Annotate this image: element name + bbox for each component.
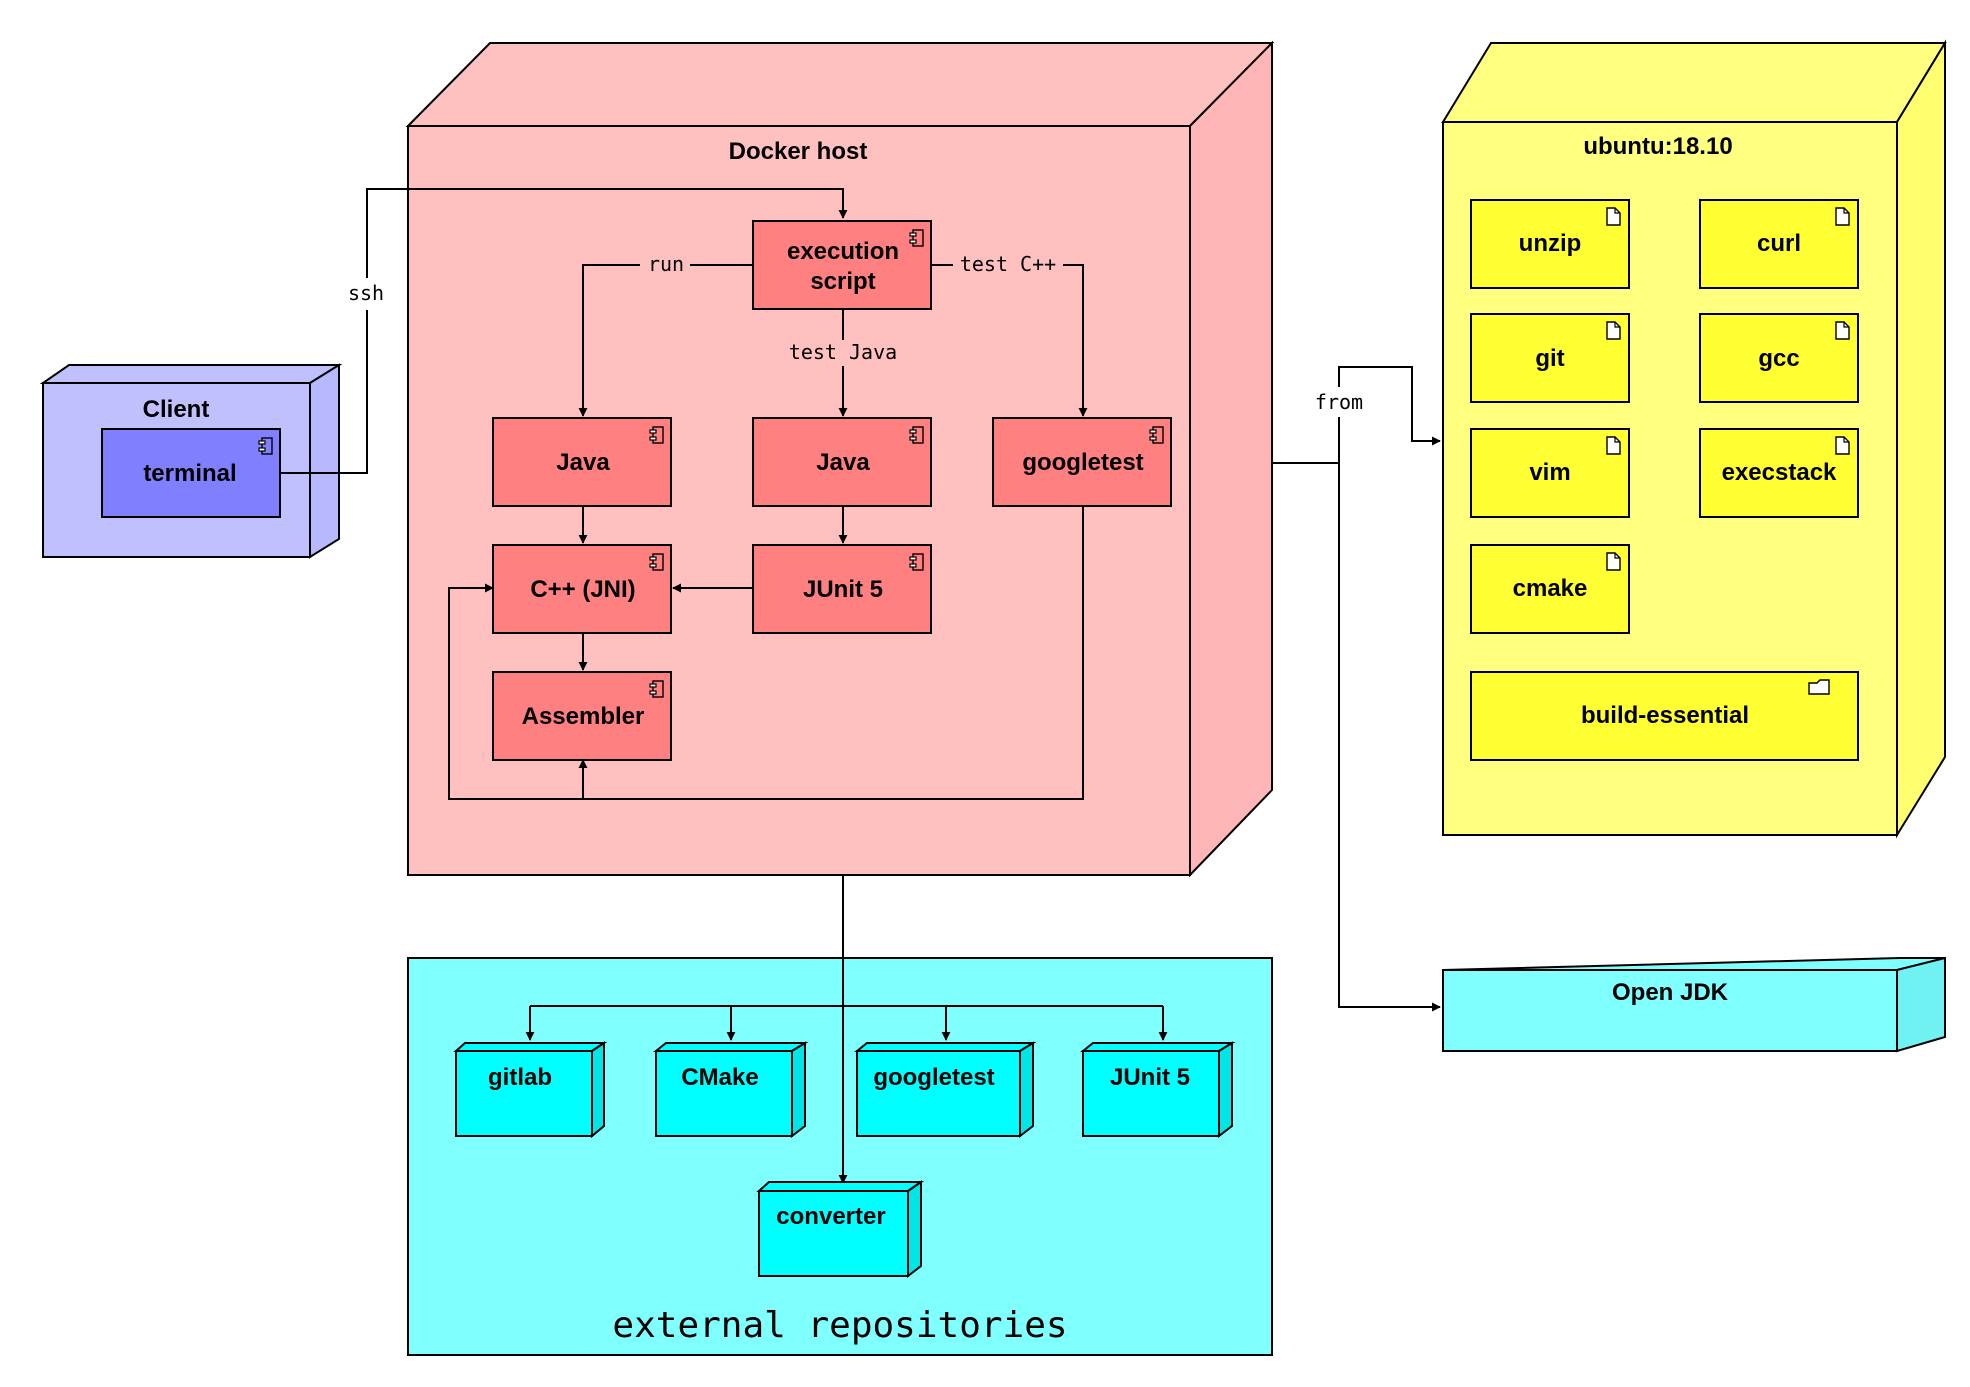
openjdk-label: Open JDK bbox=[1612, 979, 1729, 1006]
package-build-essential[interactable]: build-essential bbox=[1470, 671, 1859, 761]
junit5-component[interactable]: JUnit 5 bbox=[752, 544, 932, 634]
document-icon bbox=[1835, 207, 1850, 226]
from-ubuntu-edge bbox=[1272, 366, 1441, 464]
document-icon bbox=[1835, 436, 1850, 455]
repo-googletest[interactable]: googletest bbox=[854, 1041, 1037, 1139]
package-unzip-label: unzip bbox=[1519, 230, 1582, 257]
java-left-component[interactable]: Java bbox=[492, 417, 672, 507]
test-cpp-label: test C++ bbox=[960, 252, 1056, 276]
package-git-label: git bbox=[1535, 345, 1564, 372]
package-vim[interactable]: vim bbox=[1470, 428, 1630, 518]
openjdk-node[interactable]: Open JDK bbox=[1442, 956, 1946, 1053]
java-left-label: Java bbox=[556, 449, 610, 476]
ssh-edge bbox=[280, 188, 848, 474]
package-curl[interactable]: curl bbox=[1699, 199, 1859, 289]
execution-script-component[interactable]: execution script bbox=[752, 220, 932, 310]
package-git[interactable]: git bbox=[1470, 313, 1630, 403]
package-build-essential-label: build-essential bbox=[1581, 702, 1749, 729]
cpp-jni-label: C++ (JNI) bbox=[530, 576, 635, 603]
cpp-jni-component[interactable]: C++ (JNI) bbox=[492, 544, 672, 634]
java-mid-component[interactable]: Java bbox=[752, 417, 932, 507]
package-gcc[interactable]: gcc bbox=[1699, 313, 1859, 403]
package-vim-label: vim bbox=[1529, 459, 1570, 486]
package-cmake[interactable]: cmake bbox=[1470, 544, 1630, 634]
repo-converter[interactable]: converter bbox=[756, 1180, 925, 1279]
package-gcc-label: gcc bbox=[1758, 345, 1799, 372]
repo-cmake-label: CMake bbox=[681, 1064, 758, 1091]
from-openjdk-edge bbox=[1338, 463, 1441, 1012]
client-title: Client bbox=[143, 396, 210, 423]
external-repositories-area[interactable]: external repositories bbox=[407, 957, 1273, 1356]
document-icon bbox=[1835, 321, 1850, 340]
repo-gitlab-label: gitlab bbox=[488, 1064, 552, 1091]
assembler-label: Assembler bbox=[522, 703, 645, 730]
document-icon bbox=[1606, 321, 1621, 340]
external-repositories-title: external repositories bbox=[612, 1305, 1067, 1346]
run-edge bbox=[578, 264, 753, 417]
client-node[interactable]: Client terminal bbox=[39, 363, 343, 559]
googletest-component-label: googletest bbox=[1022, 449, 1143, 476]
java-mid-label: Java bbox=[816, 449, 870, 476]
repo-junit5[interactable]: JUnit 5 bbox=[1080, 1041, 1236, 1139]
assembler-to-cpp-edge bbox=[448, 583, 583, 800]
document-icon bbox=[1606, 552, 1621, 571]
googletest-component[interactable]: googletest bbox=[992, 417, 1172, 507]
terminal-component[interactable] bbox=[101, 428, 281, 518]
from-label: from bbox=[1315, 390, 1363, 414]
ssh-label: ssh bbox=[348, 281, 384, 305]
package-execstack[interactable]: execstack bbox=[1699, 428, 1859, 518]
package-unzip[interactable]: unzip bbox=[1470, 199, 1630, 289]
assembler-component[interactable]: Assembler bbox=[492, 671, 672, 761]
repo-junit5-label: JUnit 5 bbox=[1110, 1064, 1190, 1091]
document-icon bbox=[1606, 436, 1621, 455]
execution-script-label-2: script bbox=[810, 268, 875, 295]
junit5-component-label: JUnit 5 bbox=[803, 576, 883, 603]
package-curl-label: curl bbox=[1757, 230, 1801, 257]
package-cmake-label: cmake bbox=[1513, 575, 1588, 602]
terminal-label: terminal bbox=[143, 460, 236, 487]
document-icon bbox=[1606, 207, 1621, 226]
run-label: run bbox=[648, 252, 684, 276]
repo-converter-label: converter bbox=[776, 1203, 885, 1230]
googletest-to-assembler-edge bbox=[578, 505, 1084, 800]
ubuntu-title: ubuntu:18.10 bbox=[1583, 133, 1732, 160]
edges: ssh run test C++ test Java bbox=[280, 188, 1441, 1184]
repo-gitlab[interactable]: gitlab bbox=[453, 1041, 608, 1139]
repo-googletest-label: googletest bbox=[873, 1064, 994, 1091]
test-java-label: test Java bbox=[789, 340, 897, 364]
repo-cmake[interactable]: CMake bbox=[653, 1041, 809, 1139]
execution-script-label-1: execution bbox=[787, 238, 899, 265]
package-execstack-label: execstack bbox=[1722, 459, 1837, 486]
docker-host-title: Docker host bbox=[729, 138, 868, 165]
